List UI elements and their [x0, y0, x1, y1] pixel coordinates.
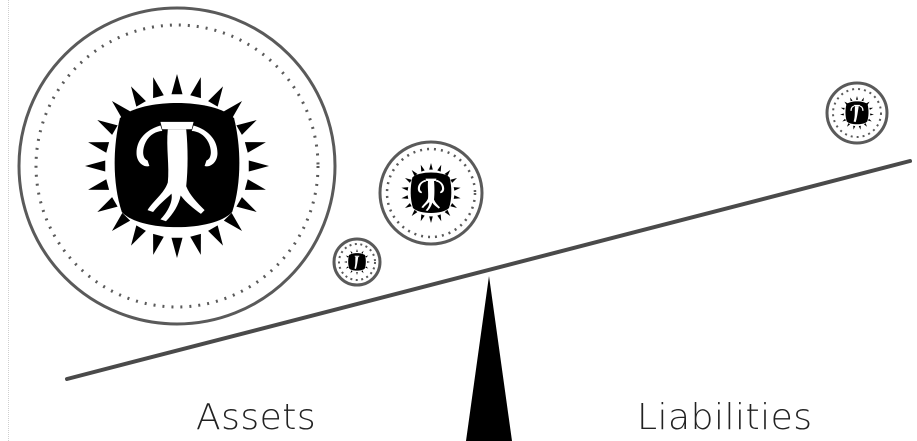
- assets-label: Assets: [196, 400, 316, 436]
- small-asset-token: [334, 239, 380, 285]
- liabilities-label: Liabilities: [637, 400, 813, 436]
- fulcrum-triangle: [466, 276, 512, 441]
- liability-token: [827, 83, 887, 143]
- large-asset-token: [19, 8, 335, 324]
- medium-asset-token: [380, 142, 482, 244]
